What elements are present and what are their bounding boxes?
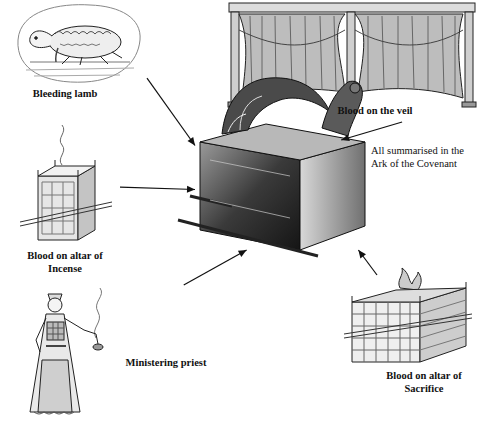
arrow-connector	[120, 187, 195, 189]
picture-node: Blood on altar of Sacrifice	[335, 275, 475, 415]
picture-node: Bleeding lamb	[12, 2, 147, 104]
ark-picture	[178, 78, 365, 256]
arrow-connector	[184, 250, 247, 285]
arrow-head	[238, 250, 247, 257]
arrow-head	[187, 186, 195, 193]
arrow-connector	[341, 122, 402, 140]
sacrifice-altar-picture	[344, 268, 472, 362]
caption-text: Bleeding lamb	[15, 88, 115, 101]
arrow-head	[341, 134, 350, 141]
arrow-head	[188, 137, 195, 146]
caption-text: Blood on the veil	[320, 105, 430, 118]
arrow-connector	[147, 78, 195, 145]
arrow-connector	[358, 250, 377, 275]
caption-text: Ministering priest	[120, 357, 212, 370]
lamb-picture	[18, 5, 140, 83]
caption-text: Blood on altar of Sacrifice	[375, 370, 473, 395]
arrow-head	[358, 250, 366, 259]
incense-altar-picture	[20, 125, 112, 240]
picture-node: Blood on the veil	[225, 0, 478, 122]
picture-node: All summarised in the Ark of the Covenan…	[195, 140, 367, 250]
caption-text: Blood on altar of Incense	[15, 250, 115, 275]
picture-node: Ministering priest	[18, 285, 213, 421]
priest-picture	[30, 288, 103, 414]
picture-node: Blood on altar of Incense	[10, 148, 120, 278]
caption-text: All summarised in the Ark of the Covenan…	[371, 145, 477, 170]
